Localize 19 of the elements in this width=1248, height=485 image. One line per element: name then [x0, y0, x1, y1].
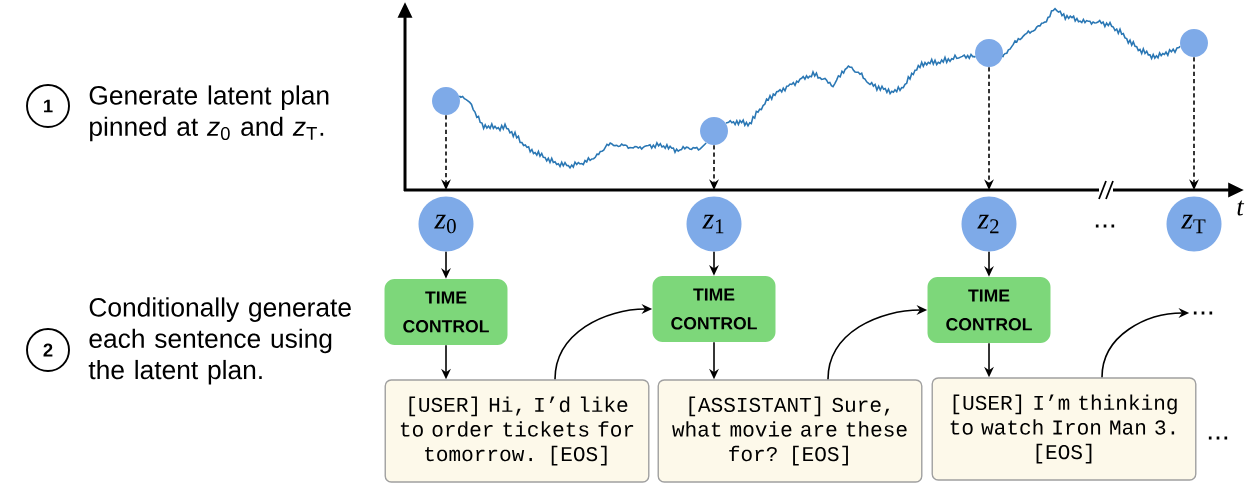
- process-box: TIME CONTROL: [927, 277, 1051, 343]
- plot-line: [1001, 7, 1181, 61]
- step-text: Generate latent plan pinned at z$_{0}$ and z$_{T}$.: [89, 85, 329, 142]
- plot-line: [458, 95, 707, 170]
- ellipsis: ...: [1193, 311, 1213, 315]
- ellipsis: ...: [1095, 224, 1115, 228]
- plot-dot: [1180, 29, 1208, 57]
- plot-dot: [975, 39, 1003, 67]
- process-box: TIME CONTROL: [384, 279, 508, 345]
- plot-dot: [700, 117, 728, 145]
- plot-line: [725, 53, 977, 128]
- step-number: 2: [26, 328, 70, 372]
- text-box: [USER] Hi, I’d like to order tickets for tomorrow. [EOS]: [384, 379, 650, 483]
- step-number: 1: [26, 84, 70, 128]
- step-text: Conditionally generate each sentence using the latent plan.: [88, 297, 351, 385]
- text-box: [USER] I’m thinking to watch Iron Man 3. [EOS]: [931, 377, 1197, 481]
- process-box: TIME CONTROL: [652, 276, 776, 342]
- text-box: [ASSISTANT] Sure, what movie are these for? [EOS]: [657, 379, 923, 483]
- plot-dot: [432, 87, 460, 115]
